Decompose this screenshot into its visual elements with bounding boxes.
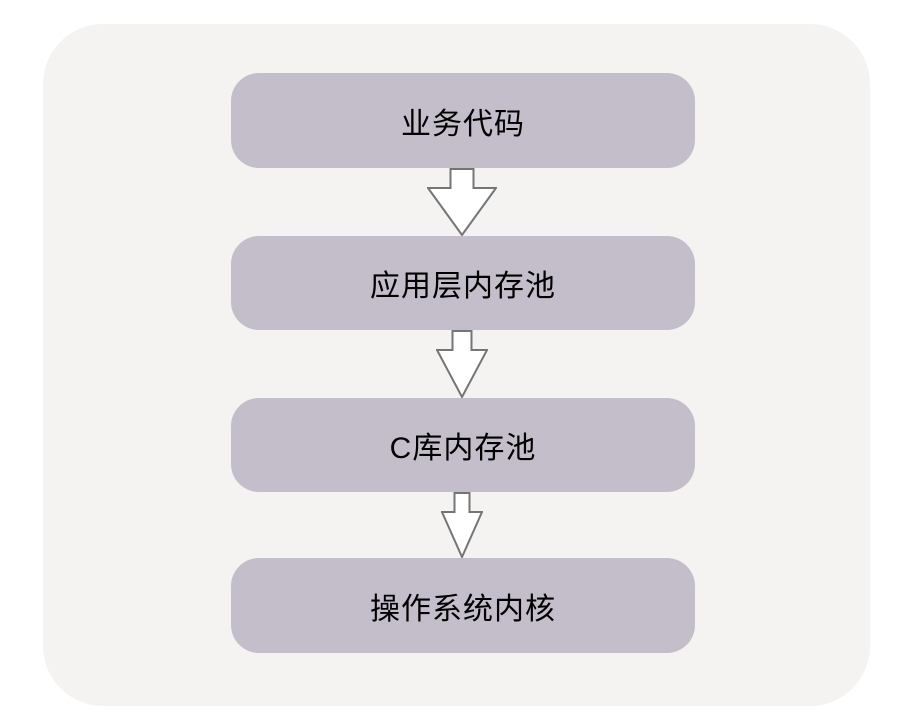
flow-node-os-kernel: 操作系统内核: [231, 558, 695, 653]
arrow-down-icon: [427, 168, 497, 236]
flow-node-label: 应用层内存池: [370, 270, 556, 303]
flow-node-c-library-memory-pool: C库内存池: [231, 398, 695, 492]
diagram-canvas: 业务代码 应用层内存池 C库内存池 操作系统内核: [43, 24, 870, 706]
arrow-down-icon: [436, 330, 488, 398]
flow-node-label: 操作系统内核: [370, 592, 556, 626]
arrow-down-icon: [441, 492, 483, 558]
flow-node-label: C库内存池: [389, 432, 537, 465]
flow-node-label: 业务代码: [401, 107, 525, 141]
flow-node-business-code: 业务代码: [231, 73, 695, 168]
flow-node-app-layer-memory-pool: 应用层内存池: [231, 236, 695, 330]
